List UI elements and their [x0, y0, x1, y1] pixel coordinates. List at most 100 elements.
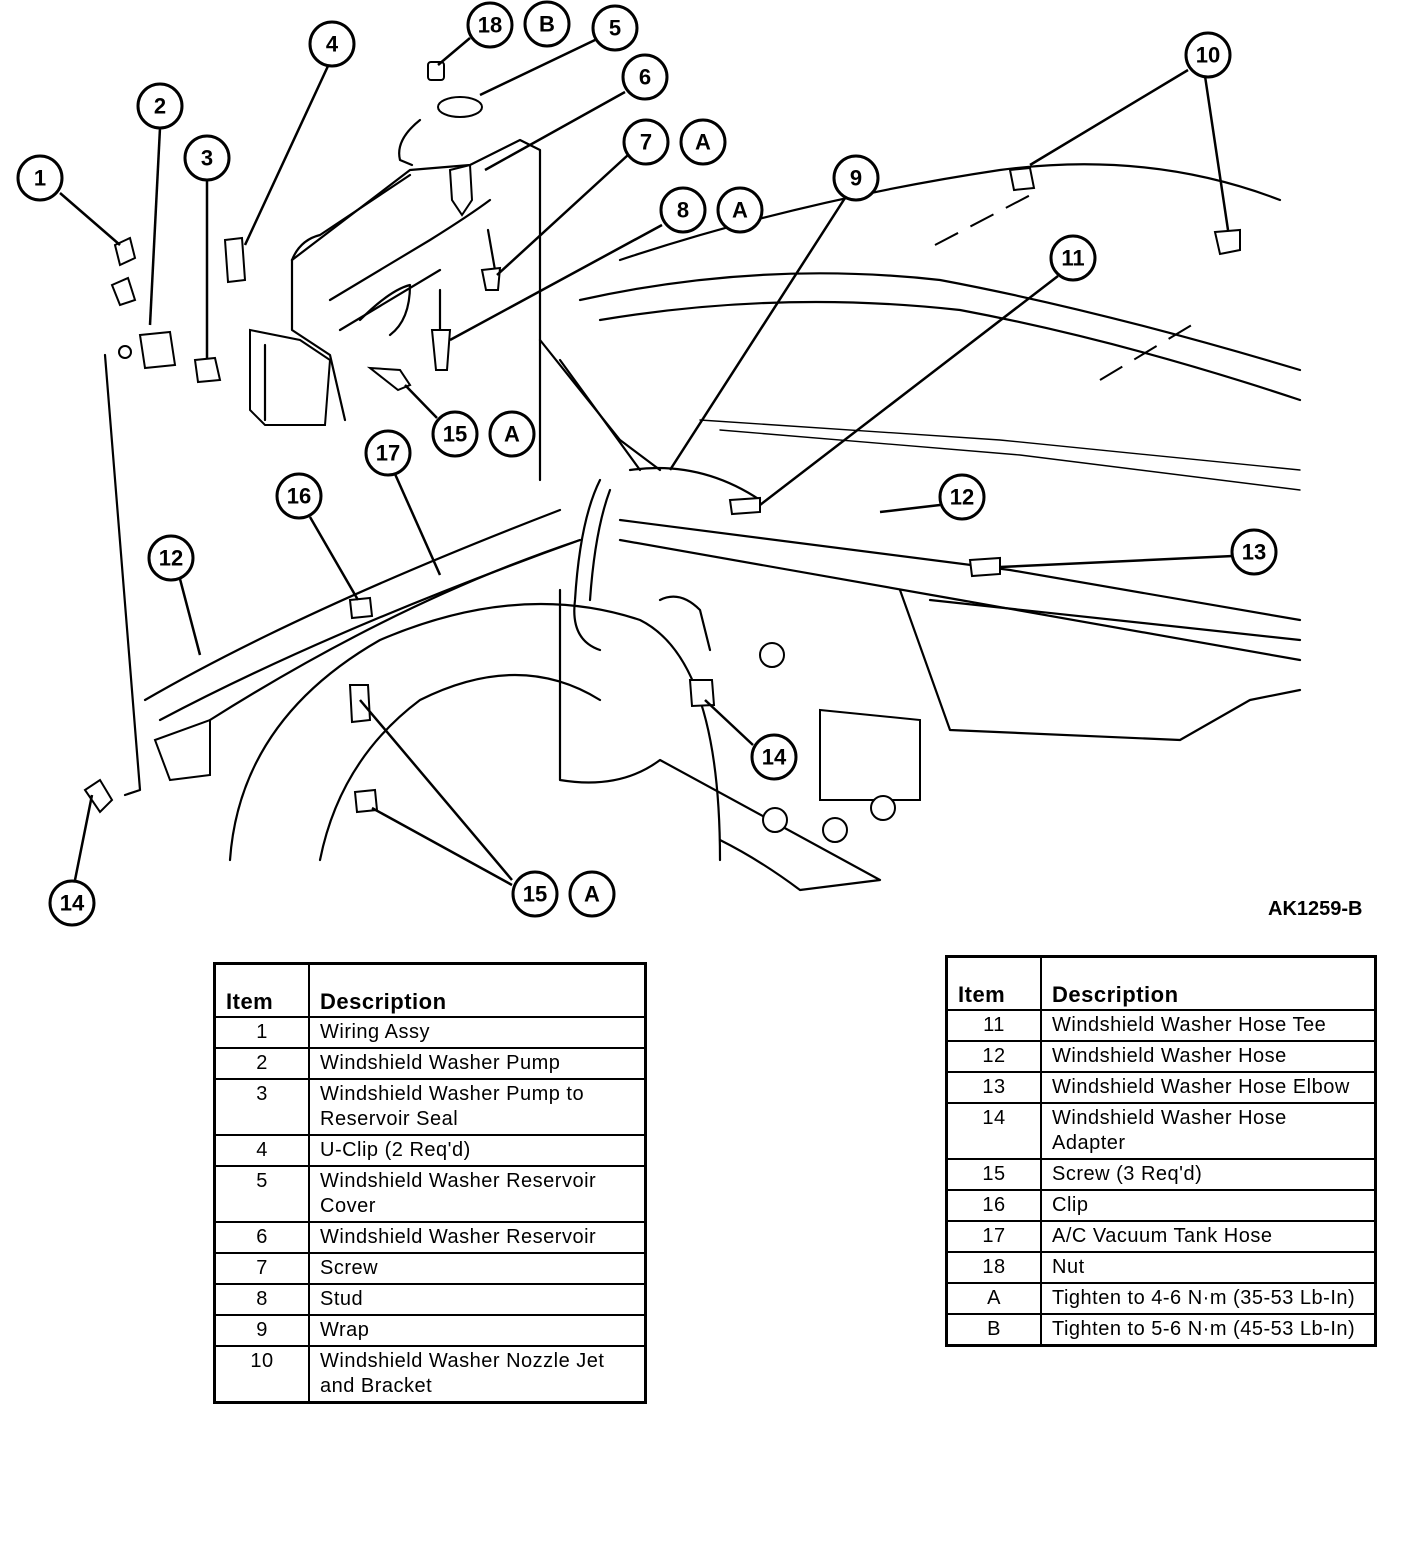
callout-12-left: 12 [147, 534, 195, 582]
item-number: 14 [945, 1102, 1042, 1160]
item-description: Wiring Assy [308, 1016, 647, 1049]
item-number: 7 [213, 1252, 310, 1285]
item-number: 13 [945, 1071, 1042, 1104]
item-number: B [945, 1313, 1042, 1347]
item-description: Stud [308, 1283, 647, 1316]
svg-text:5: 5 [609, 16, 621, 41]
item-number: 11 [945, 1009, 1042, 1042]
svg-text:16: 16 [287, 484, 311, 509]
item-description: Windshield Washer Nozzle Jet and Bracket [308, 1345, 647, 1404]
item-description: Windshield Washer Reservoir [308, 1221, 647, 1254]
callout-b-top: B [523, 0, 571, 48]
leader-lines [59, 37, 1234, 887]
item-description: Windshield Washer Hose Elbow [1040, 1071, 1377, 1104]
figure-id: AK1259-B [1268, 898, 1363, 920]
item-description: Nut [1040, 1251, 1377, 1284]
item-number: 9 [213, 1314, 310, 1347]
item-description: Tighten to 4-6 N·m (35-53 Lb-In) [1040, 1282, 1377, 1315]
svg-text:15: 15 [443, 422, 467, 447]
item-description: Windshield Washer Hose [1040, 1040, 1377, 1073]
svg-text:A: A [584, 882, 600, 907]
svg-text:7: 7 [640, 130, 652, 155]
callout-10: 10 [1184, 31, 1232, 79]
callout-2: 2 [136, 82, 184, 130]
diagram-artwork [83, 61, 1302, 892]
svg-text:8: 8 [677, 198, 689, 223]
svg-text:10: 10 [1196, 43, 1220, 68]
callout-17: 17 [364, 429, 412, 477]
svg-text:1: 1 [34, 166, 46, 191]
item-number: 3 [213, 1078, 310, 1136]
svg-text:3: 3 [201, 146, 213, 171]
callout-1: 1 [16, 154, 64, 202]
item-number: 15 [945, 1158, 1042, 1191]
item-number: 12 [945, 1040, 1042, 1073]
description-header: Description [308, 962, 647, 1018]
callout-a-15-lower: A [568, 870, 616, 918]
callout-12-right: 12 [938, 473, 986, 521]
callout-13: 13 [1230, 528, 1278, 576]
item-description: Wrap [308, 1314, 647, 1347]
callout-8: 8 [659, 186, 707, 234]
callout-a-15-upper: A [488, 410, 536, 458]
item-number: 10 [213, 1345, 310, 1404]
svg-text:4: 4 [326, 32, 339, 57]
item-header: Item [213, 962, 310, 1018]
item-number: A [945, 1282, 1042, 1315]
item-description: Tighten to 5-6 N·m (45-53 Lb-In) [1040, 1313, 1377, 1347]
item-description: Windshield Washer Hose Adapter [1040, 1102, 1377, 1160]
svg-text:A: A [732, 198, 748, 223]
svg-text:12: 12 [159, 546, 183, 571]
item-number: 6 [213, 1221, 310, 1254]
item-description: Windshield Washer Reservoir Cover [308, 1165, 647, 1223]
svg-text:9: 9 [850, 166, 862, 191]
callout-15-lower: 15 [511, 870, 559, 918]
item-number: 16 [945, 1189, 1042, 1222]
svg-text:2: 2 [154, 94, 166, 119]
item-description: A/C Vacuum Tank Hose [1040, 1220, 1377, 1253]
callout-15-upper: 15 [431, 410, 479, 458]
item-description: Screw (3 Req'd) [1040, 1158, 1377, 1191]
item-description: Windshield Washer Pump [308, 1047, 647, 1080]
callout-14-left: 14 [48, 879, 96, 927]
svg-text:A: A [504, 422, 520, 447]
item-description: U-Clip (2 Req'd) [308, 1134, 647, 1167]
callout-16: 16 [275, 472, 323, 520]
svg-text:12: 12 [950, 485, 974, 510]
description-header: Description [1040, 955, 1377, 1011]
item-number: 1 [213, 1016, 310, 1049]
svg-text:13: 13 [1242, 540, 1266, 565]
item-number: 8 [213, 1283, 310, 1316]
callout-3: 3 [183, 134, 231, 182]
svg-text:17: 17 [376, 441, 400, 466]
item-header: Item [945, 955, 1042, 1011]
exploded-view-diagram: 1 2 3 4 18 B 5 6 7 A 8 A 9 10 11 15 A 17… [16, 0, 1302, 927]
svg-text:B: B [539, 12, 555, 37]
svg-text:11: 11 [1061, 246, 1084, 271]
callout-18: 18 [466, 1, 514, 49]
item-number: 17 [945, 1220, 1042, 1253]
svg-text:14: 14 [60, 891, 85, 916]
item-number: 5 [213, 1165, 310, 1223]
item-description: Clip [1040, 1189, 1377, 1222]
